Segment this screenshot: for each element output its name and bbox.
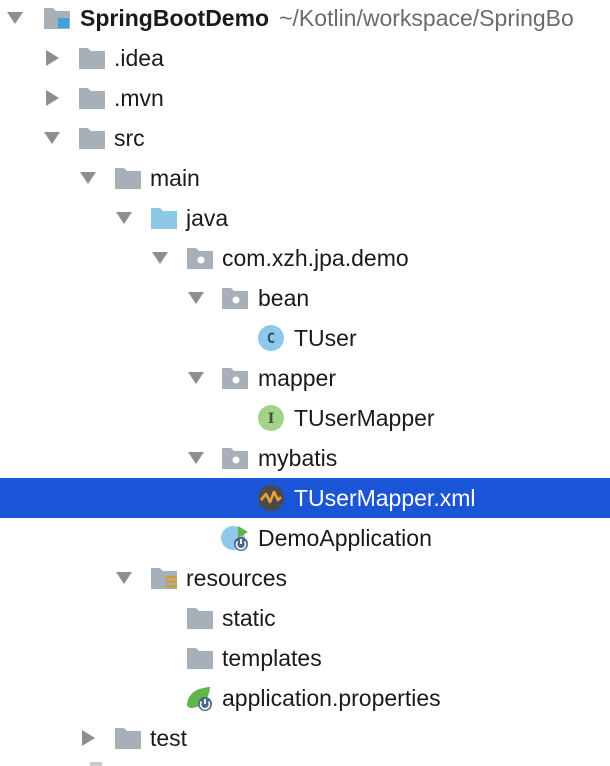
interface-icon: I [258,405,284,431]
chevron-down-icon[interactable] [6,10,24,26]
package-icon [222,448,248,469]
spring-boot-class-icon [221,526,248,551]
tree-item-templates[interactable]: templates [0,638,610,678]
tree-item-main[interactable]: main [0,158,610,198]
tree-item-partial [0,758,610,766]
project-name: SpringBootDemo [80,5,270,31]
tree-item-label: resources [186,565,287,591]
tree-item-springbootdemo[interactable]: SpringBootDemo ~/Kotlin/workspace/SpringB… [0,0,610,38]
tree-item-label: src [114,125,145,151]
chevron-down-icon[interactable] [115,210,133,226]
tree-item-label: mybatis [258,445,338,471]
tree-item-mybatis[interactable]: mybatis [0,438,610,478]
tree-item-label: test [150,725,188,751]
tree-item-test[interactable]: test [0,718,610,758]
chevron-down-icon[interactable] [79,170,97,186]
folder-icon [79,88,105,109]
package-icon [222,368,248,389]
tree-item-label: main [150,165,200,191]
tree-item-label: static [222,605,276,631]
tree-item-label: .idea [114,45,164,71]
tree-item-application-properties[interactable]: application.properties [0,678,610,718]
folder-icon [79,48,105,69]
xml-file-icon [258,485,284,511]
chevron-down-icon[interactable] [115,570,133,586]
tree-item-com-xzh-jpa-demo[interactable]: com.xzh.jpa.demo [0,238,610,278]
tree-item-label: DemoApplication [258,525,432,551]
tree-item-tusermapper[interactable]: I TUserMapper [0,398,610,438]
tree-item-src[interactable]: src [0,118,610,158]
folder-icon [115,728,141,749]
class-badge: C [267,331,275,347]
tree-item-mapper[interactable]: mapper [0,358,610,398]
file-icon [90,762,102,766]
chevron-down-icon[interactable] [187,450,205,466]
tree-item-demoapplication[interactable]: DemoApplication [0,518,610,558]
tree-item-static[interactable]: static [0,598,610,638]
tree-item-label: .mvn [114,85,164,111]
source-folder-icon [151,208,177,229]
tree-item-bean[interactable]: bean [0,278,610,318]
tree-item-label: TUserMapper [294,405,435,431]
tree-item-label: java [186,205,229,231]
interface-badge: I [268,411,275,427]
folder-icon [115,168,141,189]
resources-folder-icon [151,568,177,589]
chevron-right-icon[interactable] [43,90,61,106]
tree-item-mvn[interactable]: .mvn [0,78,610,118]
tree-item-label: mapper [258,365,336,391]
spring-properties-icon [187,687,212,711]
tree-item-tusermapper-xml[interactable]: TUserMapper.xml [0,478,610,518]
chevron-down-icon[interactable] [151,250,169,266]
chevron-right-icon[interactable] [79,730,97,746]
tree-item-tuser[interactable]: C TUser [0,318,610,358]
folder-icon [79,128,105,149]
project-folder-icon [44,8,70,29]
tree-item-label: TUserMapper.xml [294,485,476,511]
chevron-right-icon[interactable] [43,50,61,66]
project-path: ~/Kotlin/workspace/SpringBo [279,5,574,31]
tree-item-java[interactable]: java [0,198,610,238]
tree-item-idea[interactable]: .idea [0,38,610,78]
tree-item-resources[interactable]: resources [0,558,610,598]
tree-item-label: SpringBootDemo ~/Kotlin/workspace/SpringB… [80,4,574,32]
class-icon: C [258,325,284,351]
folder-icon [187,608,213,629]
tree-item-label: TUser [294,325,357,351]
tree-item-label: templates [222,645,322,671]
package-icon [222,288,248,309]
chevron-down-icon[interactable] [187,370,205,386]
tree-item-label: com.xzh.jpa.demo [222,245,409,271]
folder-icon [187,648,213,669]
chevron-down-icon[interactable] [43,130,61,146]
package-icon [187,248,213,269]
chevron-down-icon[interactable] [187,290,205,306]
tree-item-label: application.properties [222,685,441,711]
tree-item-label: bean [258,285,310,311]
